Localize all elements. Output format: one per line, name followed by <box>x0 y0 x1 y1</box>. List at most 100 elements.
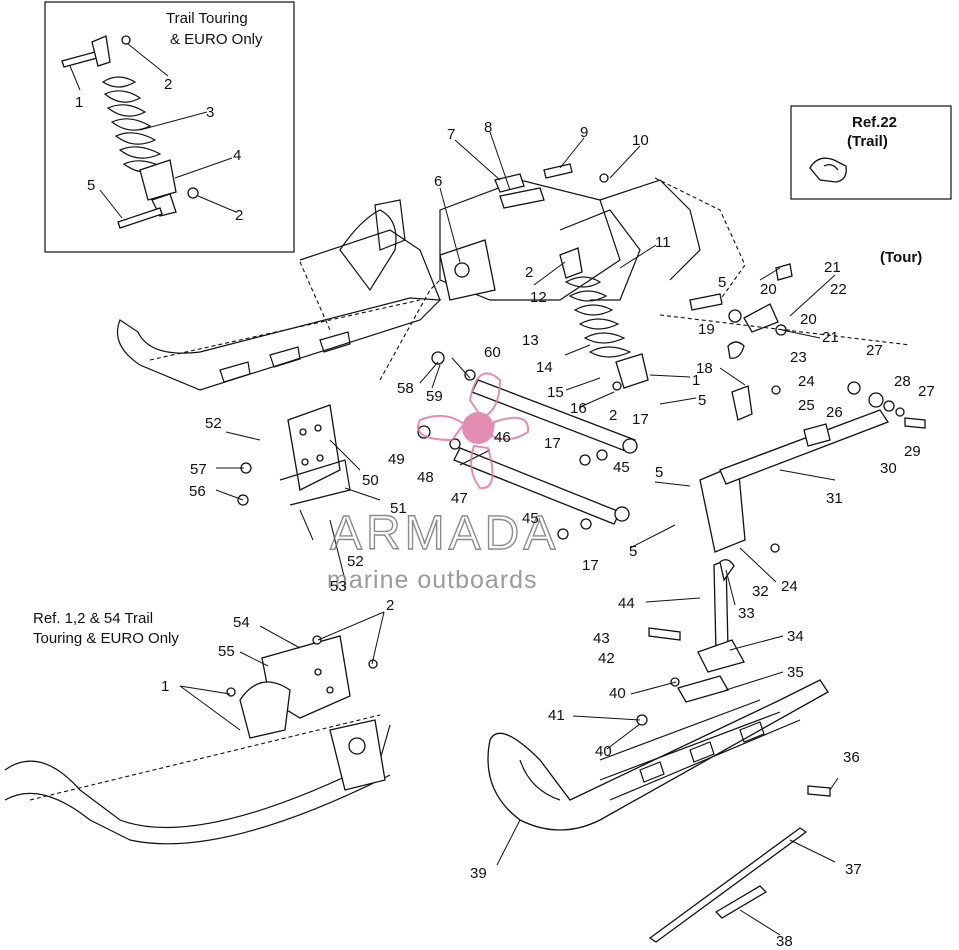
callout-23: 23 <box>790 349 807 366</box>
callout-9: 9 <box>580 124 588 141</box>
callout-56: 56 <box>189 483 206 500</box>
callout-13: 13 <box>522 332 539 349</box>
callout-54: 54 <box>233 614 250 631</box>
callout-16: 16 <box>570 400 587 417</box>
propeller-logo <box>417 372 530 490</box>
callout-2: 2 <box>386 597 394 614</box>
callout-33: 33 <box>738 605 755 622</box>
callout-19: 19 <box>698 321 715 338</box>
callout-37: 37 <box>845 861 862 878</box>
callout-17: 17 <box>632 411 649 428</box>
watermark-tagline: marine outboards <box>327 566 538 594</box>
callout-50: 50 <box>362 472 379 489</box>
callout-32: 32 <box>752 583 769 600</box>
callout-17: 17 <box>544 435 561 452</box>
bottom-note-line2: Touring & EURO Only <box>33 630 179 647</box>
inset-caption-line2: & EURO Only <box>170 31 263 48</box>
left-bracket-plate <box>237 279 441 506</box>
callout-53: 53 <box>330 578 347 595</box>
callout-44: 44 <box>618 595 635 612</box>
tour-label: (Tour) <box>880 249 922 266</box>
right-control-arm <box>699 381 926 553</box>
callout-43: 43 <box>593 630 610 647</box>
callout-45: 45 <box>522 510 539 527</box>
top-bolts <box>494 163 609 209</box>
callout-5: 5 <box>629 543 637 560</box>
callout-35: 35 <box>787 664 804 681</box>
callout-5: 5 <box>698 392 706 409</box>
callout-20: 20 <box>760 281 777 298</box>
callout-2: 2 <box>164 76 172 93</box>
callout-31: 31 <box>826 490 843 507</box>
callout-21: 21 <box>824 259 841 276</box>
callout-60: 60 <box>484 344 501 361</box>
callout-38: 38 <box>776 933 793 950</box>
callout-22: 22 <box>830 281 847 298</box>
callout-57: 57 <box>190 461 207 478</box>
callout-10: 10 <box>632 132 649 149</box>
main-ski <box>487 675 831 943</box>
callout-17: 17 <box>582 557 599 574</box>
callout-5: 5 <box>87 177 95 194</box>
callout-20: 20 <box>800 311 817 328</box>
inset-ref22-box: Ref.22 (Trail) <box>790 105 952 200</box>
callout-47: 47 <box>451 490 468 507</box>
callout-27: 27 <box>866 342 883 359</box>
callout-1: 1 <box>692 372 700 389</box>
callout-1: 1 <box>75 94 83 111</box>
callout-5: 5 <box>655 464 663 481</box>
callout-3: 3 <box>206 104 214 121</box>
callout-15: 15 <box>547 384 564 401</box>
callout-2: 2 <box>525 264 533 281</box>
callout-52: 52 <box>205 415 222 432</box>
callout-24: 24 <box>781 578 798 595</box>
callout-18: 18 <box>696 360 713 377</box>
callout-36: 36 <box>843 749 860 766</box>
callout-4: 4 <box>233 147 241 164</box>
spindle <box>648 559 745 673</box>
tie-rods <box>417 351 638 540</box>
callout-41: 41 <box>548 707 565 724</box>
callout-39: 39 <box>470 865 487 882</box>
callout-52: 52 <box>347 553 364 570</box>
callout-45: 45 <box>613 459 630 476</box>
left-ski-assembly <box>116 199 442 391</box>
callout-2: 2 <box>609 407 617 424</box>
callout-55: 55 <box>218 643 235 660</box>
callout-21: 21 <box>822 329 839 346</box>
callout-27: 27 <box>918 383 935 400</box>
bottom-note-line1: Ref. 1,2 & 54 Trail <box>33 610 153 627</box>
callout-29: 29 <box>904 443 921 460</box>
callout-42: 42 <box>598 650 615 667</box>
callout-7: 7 <box>447 126 455 143</box>
callout-30: 30 <box>880 460 897 477</box>
callout-59: 59 <box>426 388 443 405</box>
callout-12: 12 <box>530 289 547 306</box>
callout-26: 26 <box>826 404 843 421</box>
inset-spring <box>101 76 166 173</box>
callout-8: 8 <box>484 119 492 136</box>
callout-25: 25 <box>798 397 815 414</box>
callout-24: 24 <box>798 373 815 390</box>
bottom-left-ski <box>4 635 391 845</box>
callout-5: 5 <box>718 274 726 291</box>
inset-caption-line1: Trail Touring <box>166 10 248 27</box>
main-shock-spring <box>559 247 649 391</box>
inset-shock-box: Trail Touring & EURO Only <box>44 1 295 253</box>
leader-lines <box>69 43 839 936</box>
callout-1: 1 <box>161 678 169 695</box>
armada-watermark: ARMADA marine outboards <box>327 372 559 594</box>
callout-48: 48 <box>417 469 434 486</box>
watermark-brand: ARMADA <box>330 507 559 560</box>
center-frame <box>439 177 746 301</box>
callout-28: 28 <box>894 373 911 390</box>
callout-34: 34 <box>787 628 804 645</box>
callout-labels: 1 2 3 4 5 2 6 7 8 9 10 11 2 12 13 14 15 … <box>75 76 935 950</box>
callout-14: 14 <box>536 359 553 376</box>
callout-2: 2 <box>235 207 243 224</box>
callout-40: 40 <box>609 685 626 702</box>
callout-11: 11 <box>655 234 671 251</box>
callout-49: 49 <box>388 451 405 468</box>
callout-6: 6 <box>434 173 442 190</box>
